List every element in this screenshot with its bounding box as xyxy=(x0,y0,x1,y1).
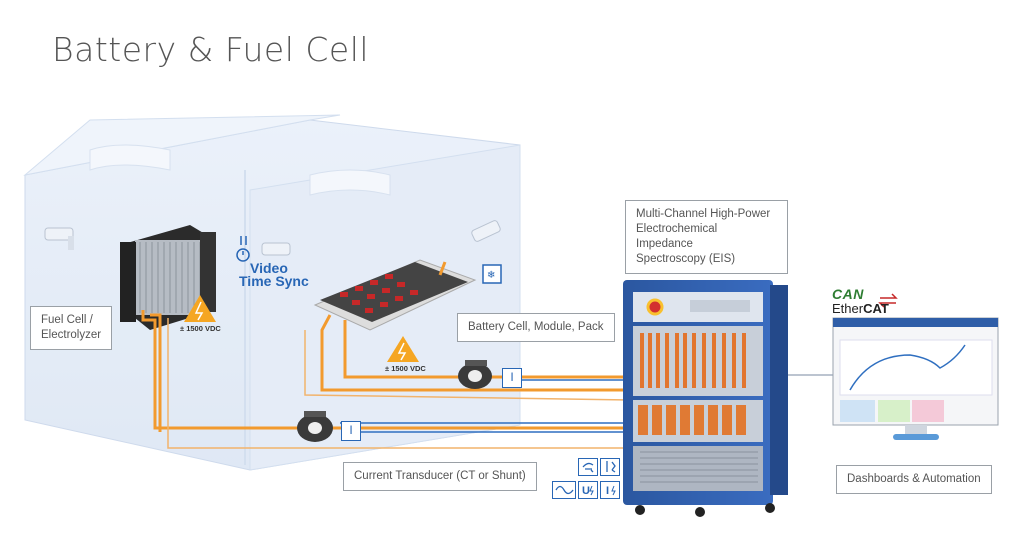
eis-label: Multi-Channel High-Power Electrochemical… xyxy=(625,200,788,274)
battery-label: Battery Cell, Module, Pack xyxy=(457,313,615,342)
camera-icon xyxy=(471,220,501,242)
ethercat-logo: EtherCAT xyxy=(832,301,889,316)
can-logo: CAN xyxy=(832,286,864,302)
fuel-cell-label: Fuel Cell / Electrolyzer xyxy=(30,306,112,350)
orange-cables xyxy=(141,310,625,432)
video-time-sync-line1: Video xyxy=(250,260,288,276)
ethercat-arrow-icon xyxy=(878,293,898,308)
battery-pack xyxy=(313,259,477,331)
high-voltage-warning-icon xyxy=(184,295,216,322)
current-clamp-icon xyxy=(578,458,598,476)
dashboards-label: Dashboards & Automation xyxy=(836,465,992,494)
svg-text:I: I xyxy=(606,485,609,497)
stopwatch-icon xyxy=(236,236,250,262)
sine-wave-icon xyxy=(552,481,576,499)
eis-rack-instrument xyxy=(623,280,788,517)
ethercat-suffix: CAT xyxy=(863,301,889,316)
high-voltage-warning-icon xyxy=(387,336,419,362)
fuel-cell-stack xyxy=(120,225,216,330)
transducer-symbol-box: I xyxy=(502,368,522,388)
page-title: Battery & Fuel Cell xyxy=(52,30,370,69)
current-transducer-device xyxy=(297,411,333,442)
svg-text:U: U xyxy=(582,485,590,497)
transducer-symbol-box: I xyxy=(341,421,361,441)
fuel-cell-label-line2: Electrolyzer xyxy=(41,329,102,341)
current-input-icon: I xyxy=(600,481,620,499)
fuel-cell-label-line1: Fuel Cell / xyxy=(41,314,93,326)
eis-label-line1: Multi-Channel High-Power xyxy=(636,208,771,220)
camera-icon xyxy=(44,227,74,250)
voltage-input-icon: U xyxy=(578,481,598,499)
eis-label-line3: Spectroscopy (EIS) xyxy=(636,253,736,265)
ethercat-prefix: Ether xyxy=(832,301,864,316)
battery-voltage-label: ± 1500 VDC xyxy=(385,364,426,373)
dashboard-monitor xyxy=(832,317,999,440)
video-time-sync-line2: Time Sync xyxy=(239,273,309,289)
current-transducer-label: Current Transducer (CT or Shunt) xyxy=(343,462,537,491)
video-time-sync-label: Video Time Sync xyxy=(239,260,309,289)
fuel-cell-voltage-label: ± 1500 VDC xyxy=(180,324,221,333)
svg-text:❄: ❄ xyxy=(487,270,495,281)
eis-label-line2: Electrochemical Impedance xyxy=(636,223,718,250)
temperature-control-icon: ❄ xyxy=(482,264,502,284)
current-transducer-device xyxy=(458,360,492,389)
signal-cables xyxy=(167,318,631,449)
strain-gauge-icon xyxy=(600,458,620,476)
camera-icon xyxy=(261,242,291,256)
